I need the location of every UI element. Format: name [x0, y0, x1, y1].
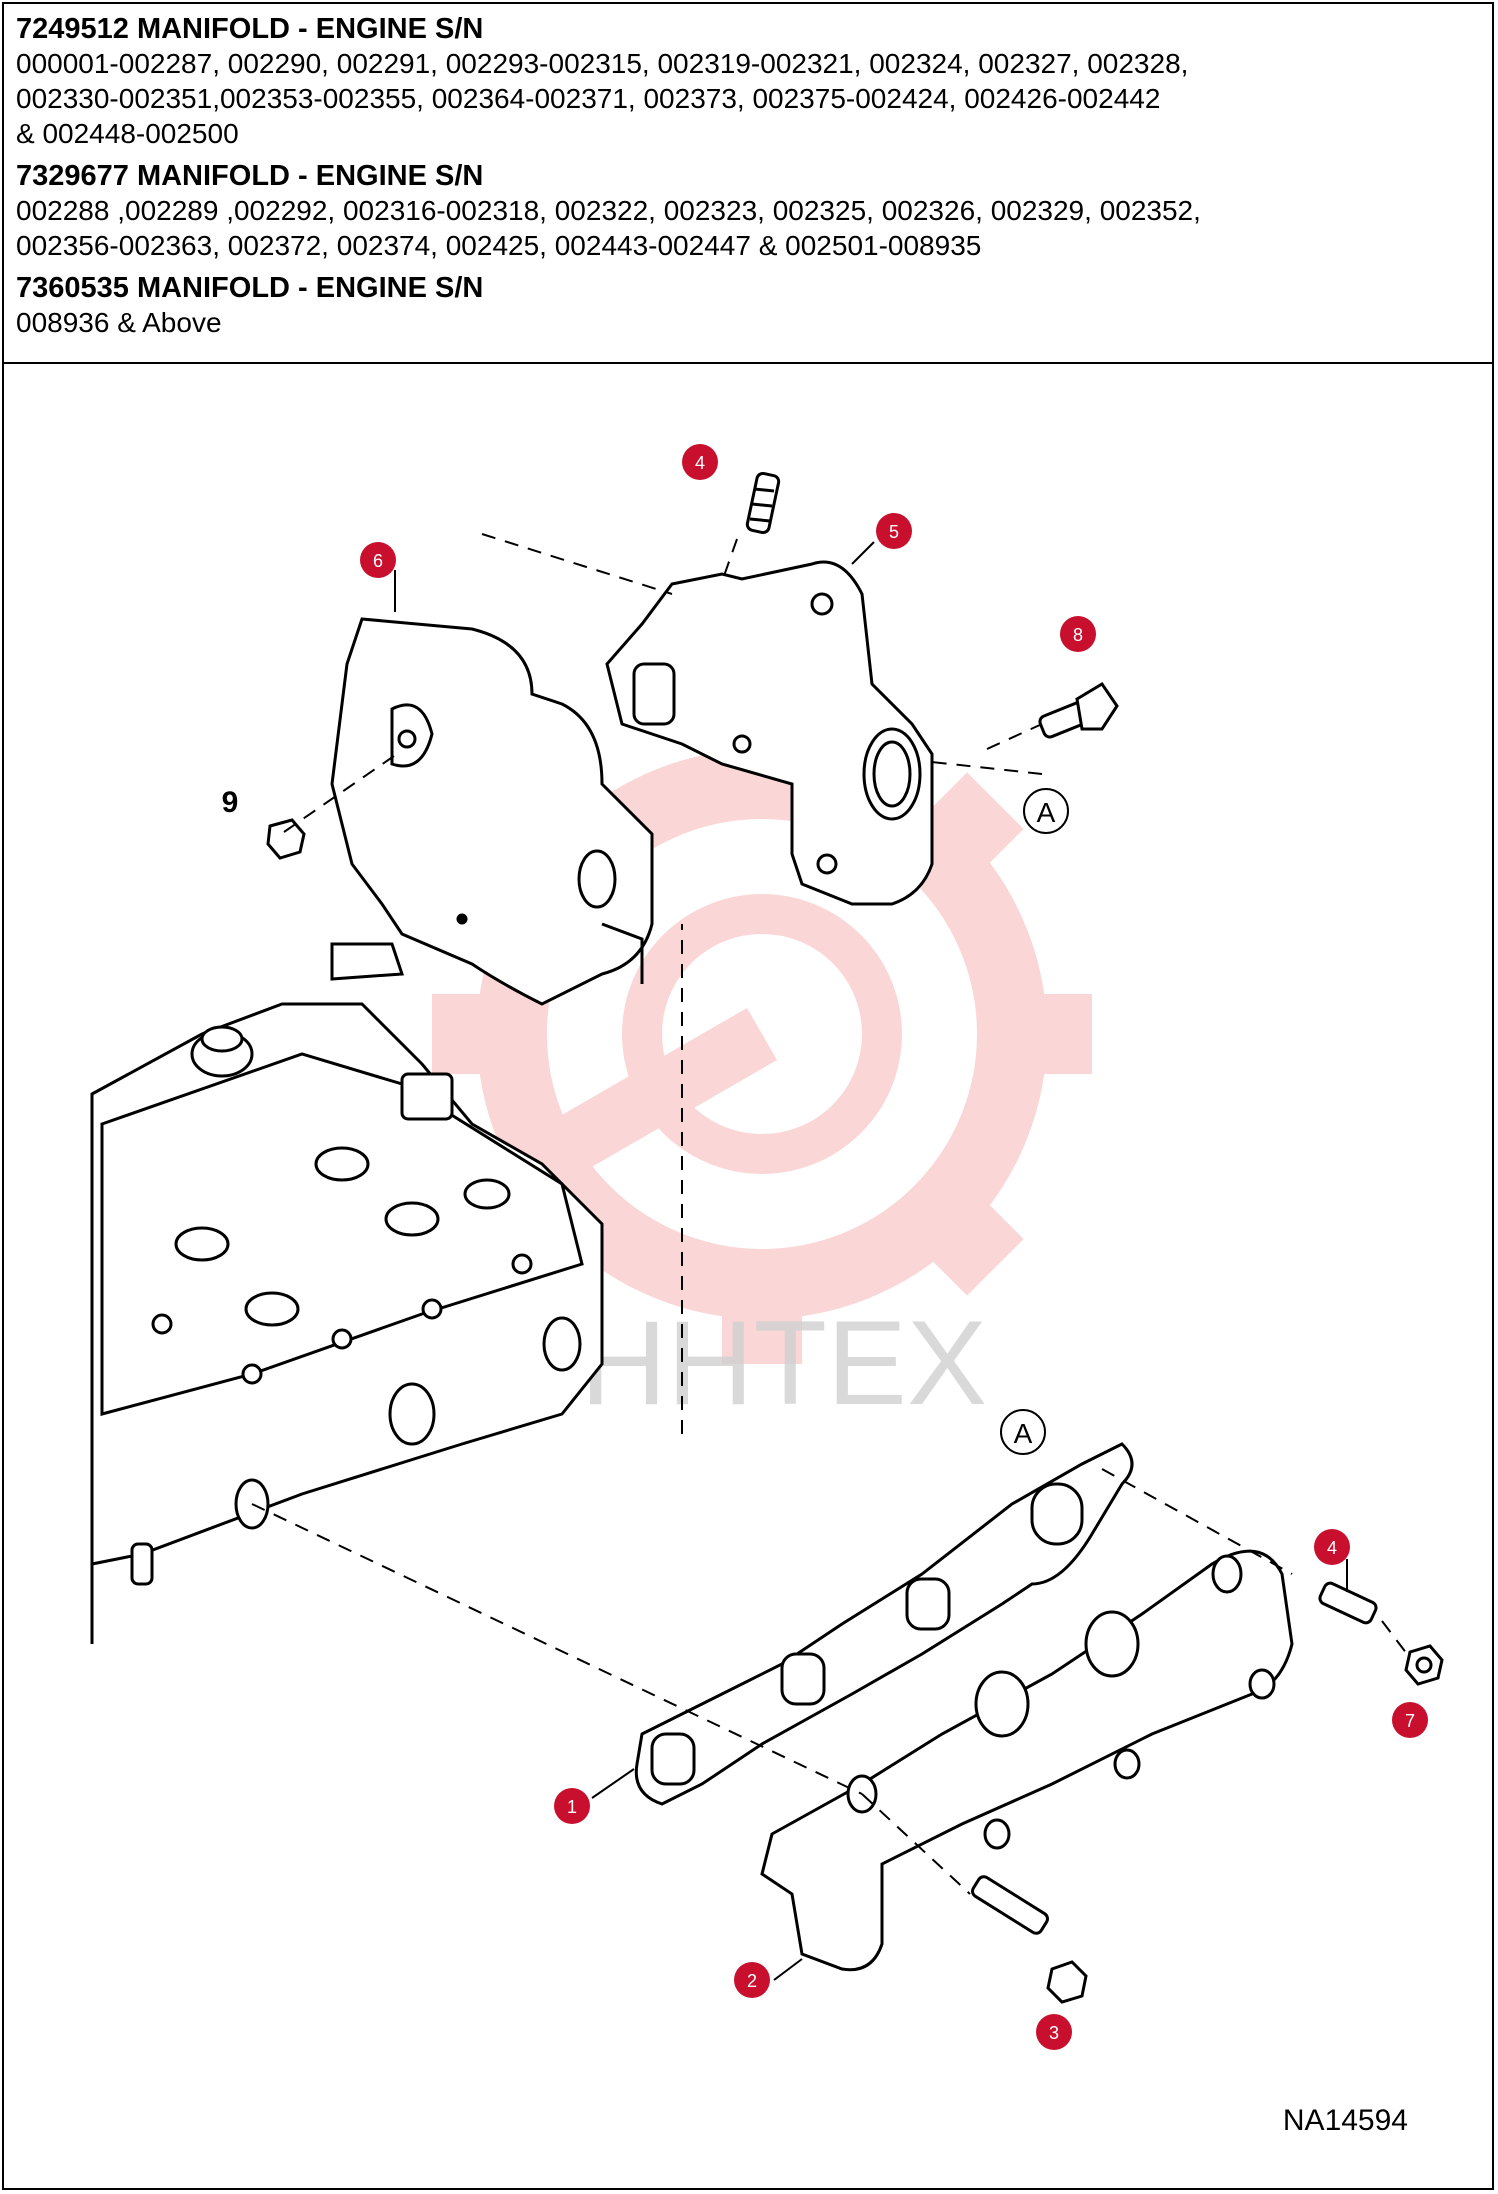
callout-4-lower: 4: [1314, 1529, 1350, 1565]
drawing-code: NA14594: [1282, 2104, 1408, 2137]
section-title: 7329677 MANIFOLD - ENGINE S/N: [16, 160, 484, 192]
ref-point-a-top: A: [1023, 788, 1069, 834]
stud-lower: [1318, 1581, 1378, 1625]
exhaust-manifold: [760, 1549, 1294, 1972]
section-serials: 002288 ,002289 ,002292, 002316-002318, 0…: [16, 195, 1201, 261]
turbo-adapter: [605, 560, 934, 906]
ref-label: A: [1037, 797, 1056, 828]
callout-label: 1: [567, 1797, 577, 1817]
engine-cylinder-head: [90, 942, 604, 1644]
section-serials: 008936 & Above: [16, 307, 222, 338]
ref-point-a-bottom: A: [1000, 1409, 1046, 1455]
heat-shield: [330, 617, 654, 1006]
callout-label: 6: [373, 551, 383, 571]
callout-3: 3: [1036, 2014, 1072, 2050]
exploded-diagram: IHHTEX: [2, 364, 1494, 2190]
callout-6: 6: [360, 542, 396, 578]
bolt-8: [1038, 681, 1119, 739]
callout-label: 9: [222, 786, 239, 819]
callout-leaders: [394, 541, 1348, 1981]
callout-8: 8: [1060, 616, 1096, 652]
callout-label: 8: [1073, 625, 1083, 645]
section-7249512: 7249512 MANIFOLD - ENGINE S/N 000001-002…: [16, 12, 1480, 151]
bolt-3: [971, 1875, 1088, 2004]
callout-label: 5: [889, 522, 899, 542]
callout-5: 5: [876, 513, 912, 549]
diagram-svg: IHHTEX: [90, 444, 1444, 2050]
callout-9: 9: [222, 786, 239, 819]
watermark-text: IHHTEX: [547, 1296, 987, 1430]
callout-label: 3: [1049, 2023, 1059, 2043]
stud-top: [745, 471, 781, 535]
section-title: 7360535 MANIFOLD - ENGINE S/N: [16, 272, 484, 304]
section-serials: 000001-002287, 002290, 002291, 002293-00…: [16, 48, 1189, 149]
callout-4-top: 4: [682, 444, 718, 480]
exhaust-gasket: [634, 1442, 1134, 1806]
callout-label: 4: [695, 453, 705, 473]
callout-label: 7: [1405, 1711, 1415, 1731]
serial-header: 7249512 MANIFOLD - ENGINE S/N 000001-002…: [2, 2, 1494, 364]
callout-label: 4: [1327, 1538, 1337, 1558]
section-7360535: 7360535 MANIFOLD - ENGINE S/N 008936 & A…: [16, 271, 1480, 340]
bolt-9: [266, 818, 306, 860]
callout-2: 2: [734, 1962, 770, 1998]
ref-label: A: [1014, 1418, 1033, 1449]
callout-label: 2: [747, 1971, 757, 1991]
callout-7: 7: [1392, 1702, 1428, 1738]
section-title: 7249512 MANIFOLD - ENGINE S/N: [16, 13, 484, 45]
callout-1: 1: [554, 1788, 590, 1824]
nut-7: [1404, 1644, 1444, 1686]
section-7329677: 7329677 MANIFOLD - ENGINE S/N 002288 ,00…: [16, 159, 1480, 263]
assembly-lines: [251, 533, 1408, 1895]
